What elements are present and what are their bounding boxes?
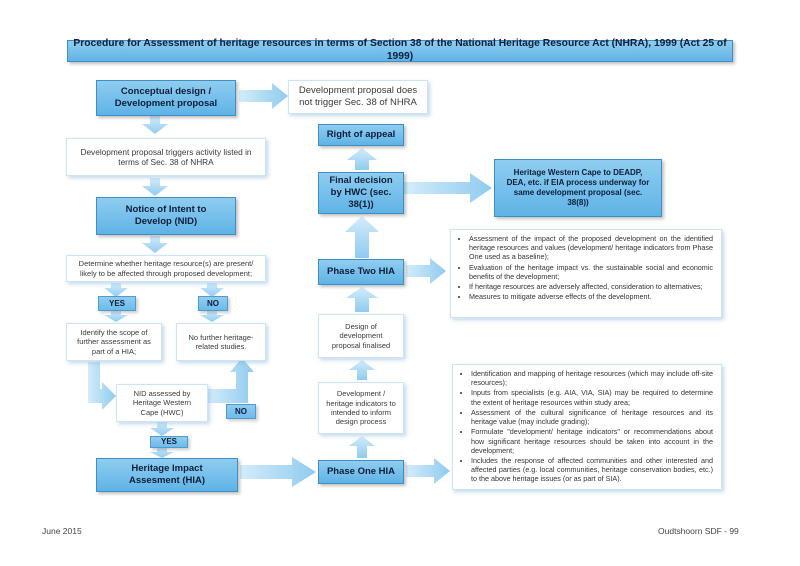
label-no-1: NO <box>198 296 228 311</box>
arrow-no-to-nofurther <box>200 311 224 322</box>
phase-two-list: Assessment of the impact of the proposed… <box>450 229 722 318</box>
arrow-phase-two-to-final <box>345 216 379 258</box>
arrow-indicators-to-design <box>349 360 375 380</box>
phase-two-item: Measures to mitigate adverse effects of … <box>469 292 713 301</box>
node-scope: Identify the scope of further assessment… <box>66 323 162 361</box>
node-hwc-deadp: Heritage Western Cape to DEADP, DEA, etc… <box>494 159 662 217</box>
phase-two-item: Assessment of the impact of the proposed… <box>469 234 713 262</box>
arrow-yes-to-hia <box>150 447 174 458</box>
node-triggers: Development proposal triggers activity l… <box>66 138 266 176</box>
arrow-determine-to-yes <box>104 283 128 297</box>
node-nid: Notice of Intent to Develop (NID) <box>96 197 236 235</box>
arrow-determine-to-no <box>200 283 224 297</box>
node-right-of-appeal: Right of appeal <box>318 124 404 146</box>
phase-one-list: Identification and mapping of heritage r… <box>452 364 722 490</box>
node-no-trigger: Development proposal does not trigger Se… <box>288 80 428 114</box>
node-final-decision: Final decision by HWC (sec. 38(1)) <box>318 172 404 214</box>
phase-one-item: Formulate "development/ heritage indicat… <box>471 427 713 455</box>
node-indicators: Development / heritage indicators to int… <box>318 382 404 434</box>
arrow-hia-to-phase-one <box>240 457 316 487</box>
label-yes-2: YES <box>150 436 188 448</box>
footer-page: Oudtshoorn SDF - 99 <box>658 526 739 536</box>
arrow-design-to-phase-two <box>346 287 378 312</box>
arrow-nid-assessed-to-yes <box>150 422 174 436</box>
diagram-title: Procedure for Assessment of heritage res… <box>67 38 733 62</box>
footer-date: June 2015 <box>42 526 82 536</box>
node-design-finalised: Design of development proposal finalised <box>318 314 404 358</box>
node-no-further: No further heritage-related studies. <box>176 323 266 361</box>
label-no-2: NO <box>226 404 256 419</box>
arrow-phase-one-to-indicators <box>349 436 375 458</box>
phase-one-item: Includes the response of affected commun… <box>471 456 713 484</box>
arrow-nid-to-determine <box>142 236 168 253</box>
arrow-final-to-hwc <box>404 173 492 203</box>
arrow-phase-two-to-list <box>406 258 446 284</box>
phase-one-item: Identification and mapping of heritage r… <box>471 369 713 387</box>
node-nid-assessed: NID assessed by Heritage Western Cape (H… <box>116 384 208 422</box>
node-phase-one: Phase One HIA <box>318 460 404 484</box>
phase-one-item: Assessment of the cultural significance … <box>471 408 713 426</box>
arrow-conceptual-to-notrigger <box>239 83 288 109</box>
phase-one-item: Inputs from specialists (e.g. AIA, VIA, … <box>471 388 713 406</box>
phase-two-item: Evaluation of the heritage impact vs. th… <box>469 263 713 281</box>
arrow-final-to-appeal <box>347 148 377 170</box>
arrow-phase-one-to-list <box>406 458 450 484</box>
arrow-nid-assessed-to-nofurther <box>208 358 254 403</box>
label-yes-1: YES <box>98 296 136 311</box>
arrow-conceptual-to-triggers <box>142 116 168 134</box>
arrow-scope-to-nid-assessed <box>88 362 116 410</box>
arrow-triggers-to-nid <box>142 178 168 196</box>
node-determine: Determine whether heritage resource(s) a… <box>66 255 266 282</box>
node-phase-two: Phase Two HIA <box>318 259 404 285</box>
arrow-yes-to-scope <box>104 311 128 322</box>
node-hia: Heritage Impact Assesment (HIA) <box>96 458 238 492</box>
node-conceptual-design: Conceptual design / Development proposal <box>96 80 236 116</box>
phase-two-item: If heritage resources are adversely affe… <box>469 282 713 291</box>
